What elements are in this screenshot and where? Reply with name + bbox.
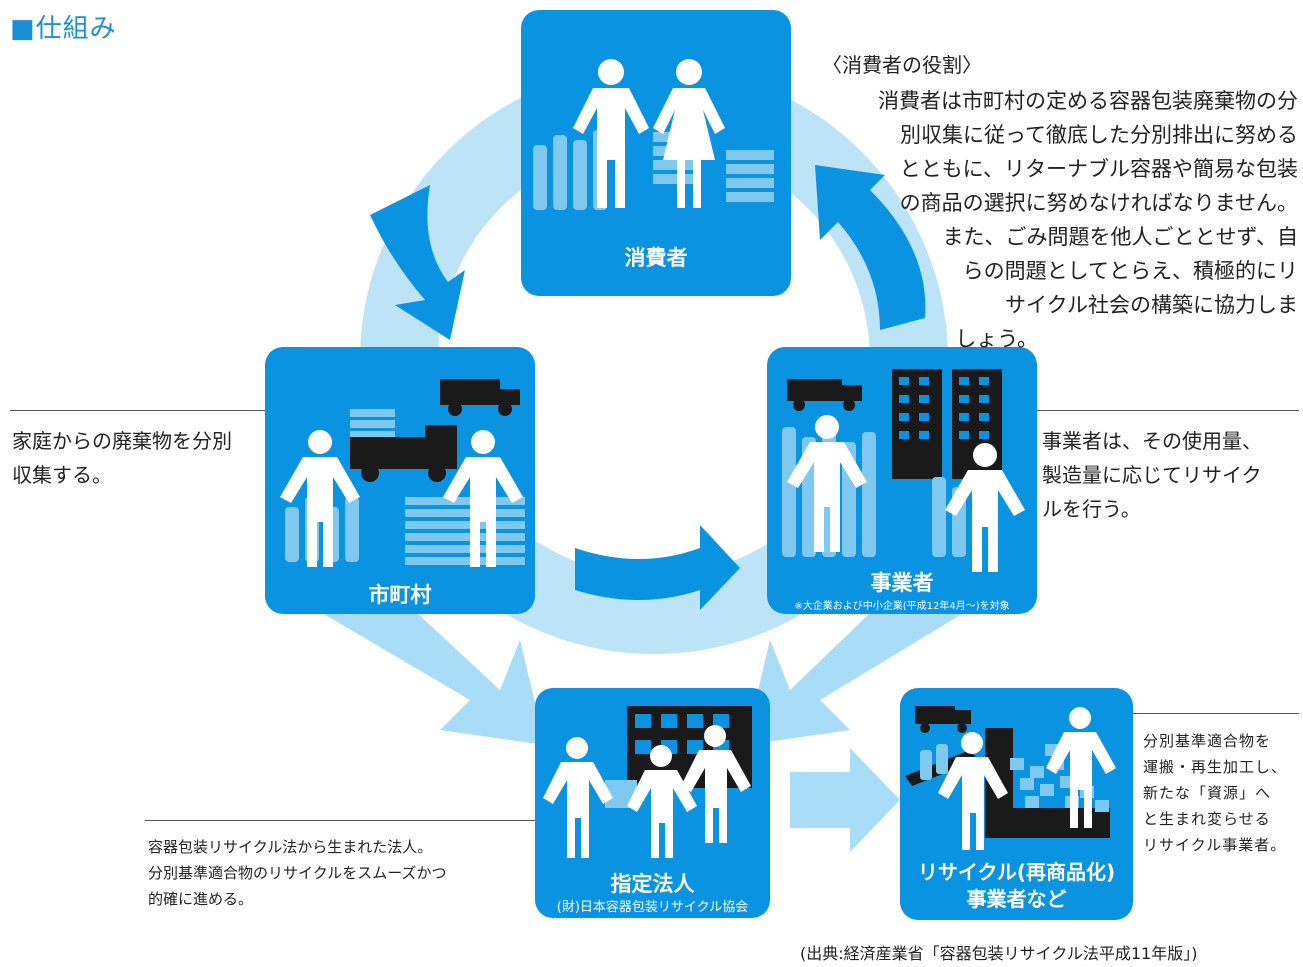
arrow-business-to-consumer: [815, 165, 926, 330]
recycler-text-line: と生まれ変らせる: [1143, 810, 1271, 828]
designated-box: 指定法人 (財)日本容器包装リサイクル協会: [535, 688, 770, 918]
designated-sub: (財)日本容器包装リサイクル協会: [556, 900, 749, 915]
business-text: 事業者は、その使用量、 製造量に応じてリサイク ルを行う。: [1042, 424, 1262, 526]
business-text-line: ルを行う。: [1042, 497, 1141, 521]
consumer-role-line: 消費者は市町村の定める容器包装廃棄物の分: [878, 89, 1298, 113]
arrow-designated-to-recycler: [790, 748, 900, 852]
designated-label: 指定法人: [610, 872, 695, 896]
consumer-role-line: また、ごみ問題を他人ごととせず、自: [942, 225, 1298, 249]
designated-illustration: [543, 706, 752, 858]
consumer-role-line: らの問題としてとらえ、積極的にリ: [962, 259, 1298, 283]
recycler-illustration: [905, 706, 1116, 850]
consumer-label: 消費者: [624, 246, 688, 270]
consumer-role-line: 別収集に従って徹底した分別排出に努める: [900, 123, 1298, 147]
business-illustration: [782, 369, 1025, 572]
municipality-text-line: 家庭からの廃棄物を分別: [12, 429, 232, 453]
designated-text: 容器包装リサイクル法から生まれた法人。 分別基準適合物のリサイクルをスムーズかつ…: [148, 834, 447, 912]
consumer-role-line: とともに、リターナブル容器や簡易な包装: [899, 157, 1298, 181]
source-citation: (出典:経済産業省「容器包装リサイクル法平成11年版」): [800, 944, 1198, 963]
designated-text-line: 的確に進める。: [148, 890, 254, 908]
recycler-label-line2: 事業者など: [966, 887, 1067, 911]
business-rule: [1037, 410, 1299, 411]
recycler-box: リサイクル(再商品化) 事業者など: [900, 688, 1133, 920]
recycler-label-line1: リサイクル(再商品化): [917, 860, 1116, 884]
recycler-text-line: 新たな「資源」へ: [1143, 784, 1272, 802]
consumer-role-line: サイクル社会の構築に協力しま: [1005, 293, 1298, 317]
business-text-line: 製造量に応じてリサイク: [1042, 463, 1262, 487]
consumer-role-line: の商品の選択に努めなければなりません。: [899, 191, 1298, 215]
consumer-role-line: しょう。: [955, 327, 1038, 351]
consumer-box: 消費者: [521, 10, 791, 296]
municipality-box: 市町村: [265, 347, 535, 614]
business-note: ※大企業および中小企業(平成12年4月〜)を対象: [794, 601, 1010, 612]
business-box: 事業者 ※大企業および中小企業(平成12年4月〜)を対象: [767, 347, 1037, 614]
municipality-label: 市町村: [368, 583, 432, 607]
arrow-consumer-to-municipality: [370, 185, 465, 340]
municipality-text: 家庭からの廃棄物を分別 収集する。: [12, 424, 232, 492]
consumer-illustration: [533, 59, 774, 210]
consumer-role-heading: 〈消費者の役割〉: [822, 53, 982, 77]
designated-text-line: 容器包装リサイクル法から生まれた法人。: [148, 838, 433, 856]
recycler-text-line: リサイクル事業者。: [1143, 836, 1287, 854]
page-title: ■仕組み: [10, 14, 117, 44]
municipality-text-line: 収集する。: [12, 463, 112, 487]
recycler-text-line: 運搬・再生加工し、: [1143, 758, 1288, 776]
business-label: 事業者: [870, 571, 934, 595]
designated-text-line: 分別基準適合物のリサイクルをスムーズかつ: [148, 864, 447, 882]
consumer-role-text: 消費者は市町村の定める容器包装廃棄物の分 別収集に従って徹底した分別排出に努める…: [820, 84, 1298, 356]
business-text-line: 事業者は、その使用量、: [1042, 429, 1262, 453]
recycler-text-line: 分別基準適合物を: [1143, 732, 1272, 750]
designated-rule: [145, 820, 535, 821]
recycler-text: 分別基準適合物を 運搬・再生加工し、 新たな「資源」へ と生まれ変らせる リサイ…: [1143, 728, 1287, 858]
arrow-municipality-to-business: [575, 525, 740, 610]
recycler-rule: [1133, 713, 1299, 714]
municipality-illustration: [280, 379, 525, 567]
municipality-rule: [10, 410, 265, 411]
